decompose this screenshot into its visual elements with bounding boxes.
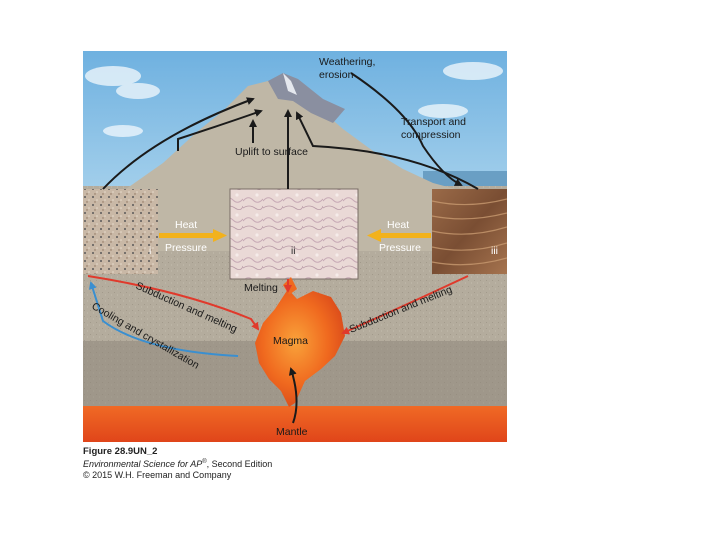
mantle-label: Mantle xyxy=(276,426,308,438)
caption-book-title: Environmental Science for AP xyxy=(83,459,202,469)
caption-edition: , Second Edition xyxy=(207,459,273,469)
roman-ii-label: ii xyxy=(291,246,295,257)
caption-book: Environmental Science for AP®, Second Ed… xyxy=(83,457,503,470)
pressure-left-label: Pressure xyxy=(165,242,207,254)
transport-label: Transport and xyxy=(401,116,466,128)
igneous-rock-sample xyxy=(83,189,158,274)
rock-cycle-diagram: Weathering, erosion Transport and compre… xyxy=(83,51,507,442)
uplift-label: Uplift to surface xyxy=(235,146,308,158)
roman-iii-label: iii xyxy=(491,245,498,257)
roman-i-label: i xyxy=(149,245,151,257)
magma-label: Magma xyxy=(273,335,308,347)
transport-label-2: compression xyxy=(401,129,461,141)
heat-left-label: Heat xyxy=(175,219,197,231)
caption-title: Figure 28.9UN_2 xyxy=(83,446,503,457)
pressure-right-label: Pressure xyxy=(379,242,421,254)
metamorphic-rock-sample xyxy=(230,189,358,279)
melting-label: Melting xyxy=(244,282,278,294)
heat-right-label: Heat xyxy=(387,219,409,231)
weathering-label: Weathering, xyxy=(319,56,375,68)
weathering-label-2: erosion xyxy=(319,69,354,81)
figure-caption: Figure 28.9UN_2 Environmental Science fo… xyxy=(83,446,503,481)
caption-copyright: © 2015 W.H. Freeman and Company xyxy=(83,470,503,481)
